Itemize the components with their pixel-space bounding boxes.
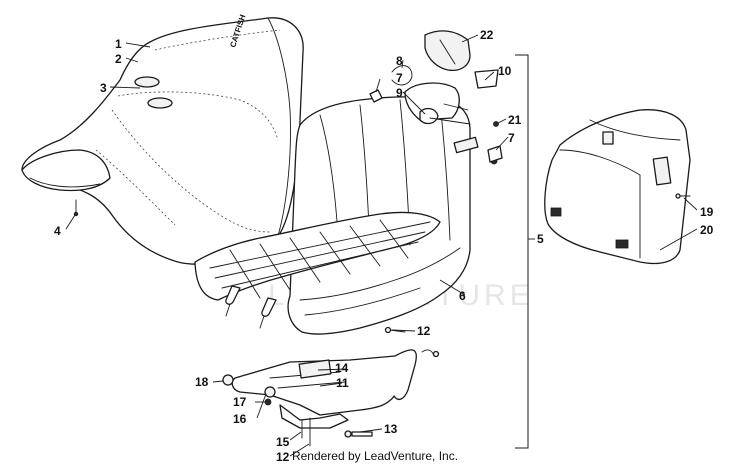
- hardware-parts[interactable]: [222, 374, 373, 447]
- callout-20: 20: [700, 223, 714, 237]
- washer-18[interactable]: [222, 374, 234, 386]
- callout-12a: 12: [417, 324, 431, 338]
- callout-6: 6: [459, 289, 466, 303]
- callout-18: 18: [195, 375, 209, 389]
- emblem-pad-3[interactable]: [147, 97, 173, 109]
- rear-rack-frame: [194, 211, 441, 329]
- nut-16[interactable]: [264, 386, 276, 398]
- callout-2: 2: [115, 52, 122, 66]
- callout-21: 21: [508, 113, 522, 127]
- callout-1: 1: [115, 37, 122, 51]
- callout-22: 22: [480, 28, 494, 42]
- callout-11: 11: [336, 376, 349, 390]
- leader-lines: [65, 34, 698, 457]
- callout-7b: 7: [508, 131, 515, 145]
- seat-cushion-part[interactable]: CATFISH: [21, 13, 304, 265]
- callout-9: 9: [396, 86, 403, 100]
- tether-clip-part[interactable]: [369, 65, 503, 163]
- callout-16: 16: [233, 412, 247, 426]
- storage-lid-part[interactable]: [424, 30, 471, 72]
- callout-17: 17: [233, 395, 247, 409]
- callout-13: 13: [384, 422, 398, 436]
- footer-credit: Rendered by LeadVenture, Inc.: [291, 449, 459, 463]
- callout-19: 19: [700, 205, 714, 219]
- storage-box-part[interactable]: [544, 109, 691, 265]
- callout-3: 3: [100, 81, 107, 95]
- callout-7a: 7: [396, 71, 403, 85]
- callout-5: 5: [537, 232, 544, 246]
- callout-15: 15: [276, 435, 290, 449]
- callout-12b: 12: [276, 450, 290, 464]
- grab-handle-part[interactable]: [231, 349, 417, 429]
- callout-10: 10: [498, 64, 512, 78]
- callout-4: 4: [54, 224, 61, 238]
- callout-14: 14: [335, 361, 349, 375]
- callout-8: 8: [396, 54, 403, 68]
- emblem-pad-2[interactable]: [134, 76, 160, 88]
